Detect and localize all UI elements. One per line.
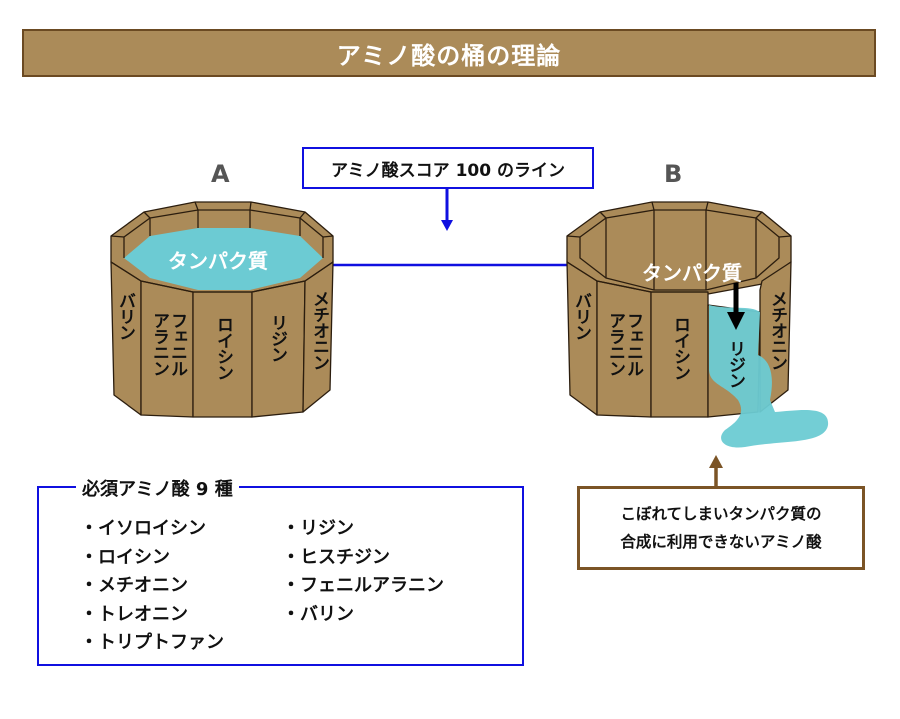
- score-line-label: アミノ酸スコア 100 のライン: [302, 147, 594, 189]
- essential-list-left: ・イソロイシン ・ロイシン ・メチオニン ・トレオニン ・トリプトファン: [80, 515, 224, 658]
- barrel-b-stave-label: バリン: [571, 292, 591, 340]
- essential-amino-acids-box: [37, 486, 524, 666]
- barrel-a-stave-label: ロイシン: [213, 316, 233, 380]
- barrel-a-stave-label: リジン: [267, 314, 287, 362]
- page-title: アミノ酸の桶の理論: [336, 41, 562, 70]
- barrel-a-protein-label: タンパク質: [168, 249, 268, 273]
- essential-amino-acids-title: 必須アミノ酸 9 種: [76, 475, 239, 501]
- barrel-b-stave-label: メチオニン: [767, 290, 787, 370]
- barrel-b-protein-label: タンパク質: [642, 261, 742, 285]
- list-item: ・イソロイシン: [80, 518, 206, 539]
- spill-note-line-1: こぼれてしまいタンパク質の: [620, 505, 822, 523]
- list-item: ・ヒスチジン: [282, 546, 390, 568]
- barrel-a-stave-label: メチオニン: [309, 290, 329, 370]
- list-item: ・トレオニン: [80, 603, 188, 625]
- list-item: ・ロイシン: [80, 546, 170, 568]
- title-bar: アミノ酸の桶の理論: [22, 29, 876, 77]
- barrel-a-liquid: [124, 228, 323, 290]
- list-item: ・フェニルアラニン: [282, 575, 444, 596]
- spill-note-line-2: 合成に利用できないアミノ酸: [620, 533, 822, 551]
- barrel-a: [110, 201, 334, 418]
- barrel-b-stave-label: フェニル: [623, 312, 643, 376]
- barrel-a-stave-label: フェニル: [167, 312, 187, 376]
- spill-note-box: こぼれてしまいタンパク質の 合成に利用できないアミノ酸: [577, 486, 865, 570]
- list-item: ・メチオニン: [80, 575, 188, 596]
- barrel-a-stave-label: バリン: [115, 292, 135, 340]
- list-item: ・バリン: [282, 603, 354, 625]
- barrel-b-stave-label: アラニン: [605, 312, 625, 376]
- list-item: ・トリプトファン: [80, 632, 224, 653]
- drop-arrow-head: [727, 312, 745, 330]
- spill-arrow-head: [709, 455, 723, 468]
- barrel-b-stave-label: ロイシン: [670, 316, 690, 380]
- barrel-b: [566, 201, 829, 448]
- barrel-a-stave-label: アラニン: [149, 312, 169, 376]
- spilling-liquid: [709, 305, 829, 448]
- barrel-a-label: A: [211, 160, 230, 188]
- barrel-b-label: B: [664, 160, 683, 188]
- list-item: ・リジン: [282, 518, 354, 539]
- barrel-b-stave-label: リジン: [725, 340, 745, 388]
- score-arrow-head: [441, 220, 453, 231]
- essential-list-right: ・リジン ・ヒスチジン ・フェニルアラニン ・バリン: [282, 515, 444, 629]
